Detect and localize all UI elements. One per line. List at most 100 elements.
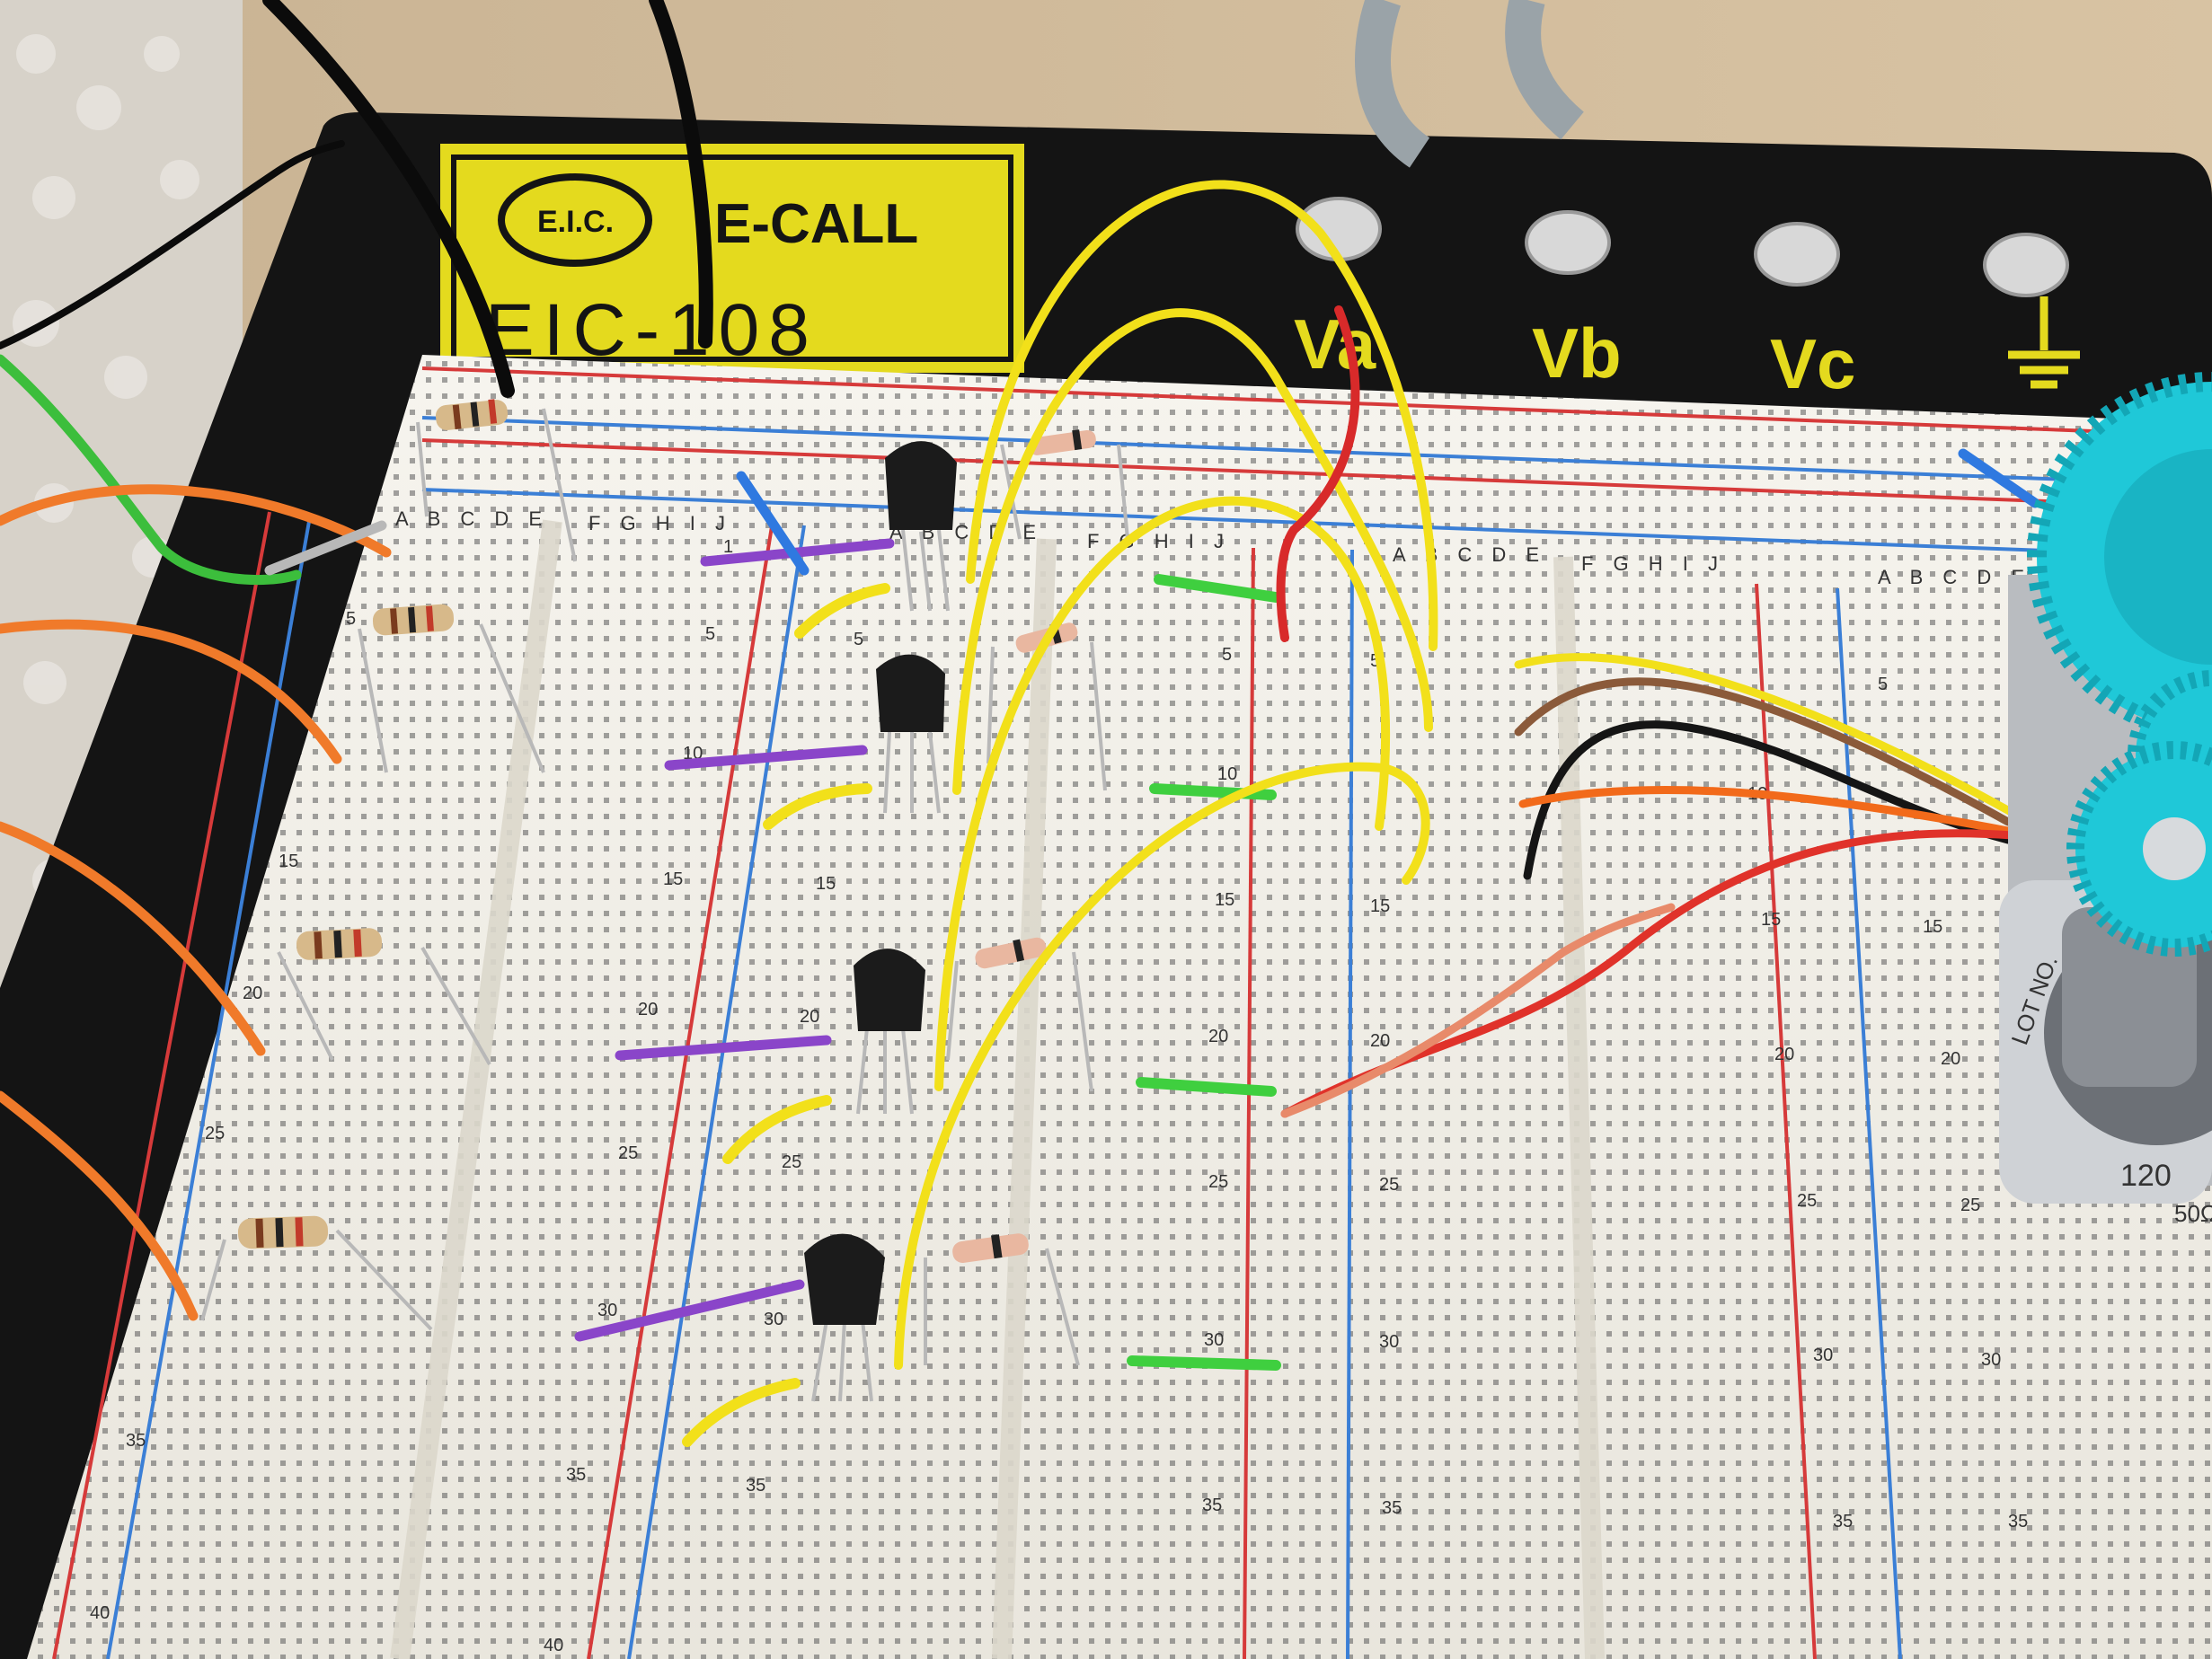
jumper-wire[interactable] xyxy=(1154,574,1281,603)
jumper-wire[interactable] xyxy=(1514,653,2017,817)
jumper-wire[interactable] xyxy=(934,496,1391,1091)
row-number: 25 xyxy=(1960,1196,1980,1215)
jumper-wire[interactable] xyxy=(952,308,1433,795)
col-header-left-fghij: F G H I J xyxy=(588,512,732,534)
row-number: 15 xyxy=(1370,896,1390,916)
channel-grooves xyxy=(390,519,1605,1659)
row-number: 25 xyxy=(1208,1172,1228,1192)
ground-symbol-icon xyxy=(2008,296,2080,389)
row-number: 30 xyxy=(597,1301,617,1320)
jumper-wire[interactable] xyxy=(0,140,345,349)
row-number: 5 xyxy=(346,609,356,629)
gear-train xyxy=(2027,372,2212,957)
jumper-wire[interactable] xyxy=(0,484,392,558)
motor-label-ohm: 50Ω xyxy=(2174,1200,2212,1227)
jumper-wire[interactable] xyxy=(736,471,810,576)
resistor[interactable] xyxy=(416,399,577,562)
row-number: 30 xyxy=(1204,1330,1224,1350)
yellow-loop-wires xyxy=(894,180,1438,1370)
jumper-wire[interactable] xyxy=(966,180,1438,651)
row-number: 15 xyxy=(1761,910,1781,930)
row-number: 20 xyxy=(638,1000,658,1019)
row-number: 15 xyxy=(1923,917,1942,937)
rail-label-va: Va xyxy=(1294,304,1376,384)
row-number: 25 xyxy=(1379,1175,1399,1195)
row-number: 10 xyxy=(1217,764,1237,784)
diode[interactable] xyxy=(946,936,1093,1092)
row-number: 1 xyxy=(723,537,733,557)
jumper-wire[interactable] xyxy=(763,783,872,830)
jumper-wire[interactable] xyxy=(1958,448,2040,508)
post-va[interactable] xyxy=(1296,197,1382,261)
jumper-wire[interactable] xyxy=(1280,903,1676,1118)
transistors xyxy=(804,441,957,1402)
row-number: 35 xyxy=(566,1465,586,1485)
diodes xyxy=(924,429,1129,1366)
jumper-wire[interactable] xyxy=(574,1279,805,1342)
column-headers: A B C D E F G H I J A B C D E F G H I J … xyxy=(395,507,2024,588)
resistor[interactable] xyxy=(277,928,491,1065)
gear-axle xyxy=(2143,817,2206,880)
transistor[interactable] xyxy=(885,441,957,612)
jumper-wire[interactable] xyxy=(664,745,868,771)
row-number: 30 xyxy=(1813,1346,1833,1365)
blue-jumpers xyxy=(736,448,2040,576)
left-side-wires xyxy=(0,354,392,1321)
row-number: 15 xyxy=(663,869,683,889)
jumper-wire[interactable] xyxy=(649,0,713,349)
row-number: 35 xyxy=(126,1431,146,1451)
post-gnd[interactable] xyxy=(1983,233,2069,297)
row-number: 5 xyxy=(1878,675,1888,694)
jumper-wire[interactable] xyxy=(1514,677,2013,826)
row-number: 15 xyxy=(816,874,836,894)
resistors xyxy=(200,399,577,1331)
jumper-wire[interactable] xyxy=(262,0,515,398)
transistor[interactable] xyxy=(804,1233,885,1402)
black-supply-wires xyxy=(0,0,713,398)
jumper-wire[interactable] xyxy=(615,1035,832,1061)
resistor[interactable] xyxy=(358,604,545,773)
rail-label-vc: Vc xyxy=(1770,324,1855,403)
row-number: 25 xyxy=(782,1152,801,1172)
jumper-wire[interactable] xyxy=(0,821,266,1056)
jumper-wire[interactable] xyxy=(1518,785,2013,835)
row-number: 35 xyxy=(1382,1498,1402,1518)
transistor[interactable] xyxy=(876,654,945,814)
green-jumpers xyxy=(1127,574,1281,1371)
rail-labels: Va Vb Vc xyxy=(1294,304,1855,403)
row-number: 25 xyxy=(1797,1191,1817,1211)
jumper-wire[interactable] xyxy=(1127,1355,1281,1371)
row-number: 30 xyxy=(1981,1350,2001,1370)
jumper-wire[interactable] xyxy=(264,520,387,576)
jumper-wire[interactable] xyxy=(0,1090,199,1321)
jumper-wire[interactable] xyxy=(0,619,342,764)
row-number: 5 xyxy=(854,630,863,649)
diode[interactable] xyxy=(924,1232,1080,1366)
row-number: 35 xyxy=(1833,1512,1853,1531)
col-header-right-fghij: F G H I J xyxy=(1581,552,1725,575)
row-number: 35 xyxy=(1202,1496,1222,1515)
brand-logo-text: E.I.C. xyxy=(537,205,614,239)
post-vc[interactable] xyxy=(1754,222,1840,287)
row-number: 30 xyxy=(1379,1332,1399,1352)
transistor[interactable] xyxy=(854,949,925,1115)
col-header-right-abcde: A B C D E xyxy=(1393,543,1546,566)
row-number: 30 xyxy=(764,1310,783,1329)
gear-icon xyxy=(2104,449,2212,665)
red-supply-wire[interactable] xyxy=(1276,305,1360,642)
row-number: 40 xyxy=(90,1603,110,1623)
post-vb[interactable] xyxy=(1525,210,1611,275)
row-number: 20 xyxy=(1774,1045,1794,1064)
jumper-wire[interactable] xyxy=(682,1378,801,1447)
jumper-wire[interactable] xyxy=(794,583,890,639)
jumper-wire[interactable] xyxy=(1136,1077,1277,1097)
jumper-wire[interactable] xyxy=(1523,720,2013,880)
row-number: 40 xyxy=(544,1636,563,1655)
row-number: 20 xyxy=(1208,1027,1228,1046)
jumper-wire[interactable] xyxy=(0,354,302,586)
grey-cable xyxy=(1355,0,1585,168)
jumper-wire[interactable] xyxy=(722,1095,832,1164)
resistor[interactable] xyxy=(200,1215,433,1331)
jumper-wire[interactable] xyxy=(894,762,1430,1370)
brand-name: E-CALL xyxy=(714,193,918,255)
